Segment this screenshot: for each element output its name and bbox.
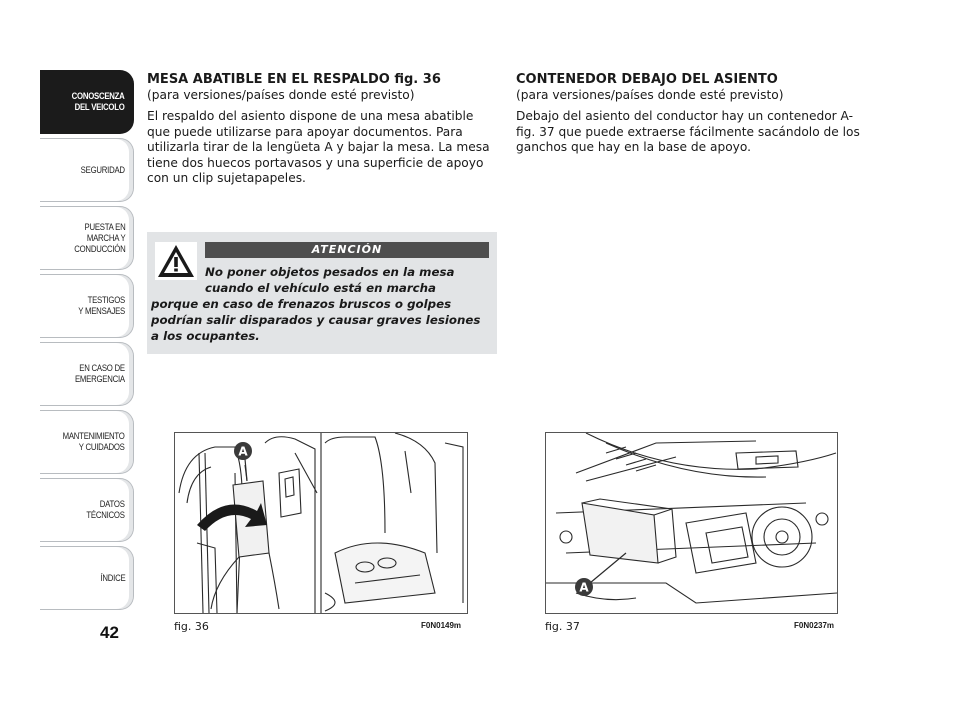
tab-label: EN CASO DE EMERGENCIA — [75, 363, 125, 385]
tab-label: MANTENIMIENTO Y CUIDADOS — [62, 431, 125, 453]
tab-label: TESTIGOS Y MENSAJES — [78, 295, 125, 317]
figure-caption: fig. 37 — [545, 620, 580, 633]
tab-indice[interactable]: ÍNDICE — [40, 546, 134, 610]
under-seat-container-illustration: A — [546, 433, 837, 604]
left-column: MESA ABATIBLE EN EL RESPALDO fig. 36 (pa… — [147, 72, 499, 187]
right-column: CONTENEDOR DEBAJO DEL ASIENTO (para vers… — [516, 72, 866, 156]
figure-36-seat-table: A — [174, 432, 468, 614]
tab-label: PUESTA EN MARCHA Y CONDUCCIÓN — [73, 221, 125, 255]
figure-code: F0N0237m — [794, 621, 835, 630]
section-body: Debajo del asiento del conductor hay un … — [516, 109, 860, 154]
tab-label: DATOS TÉCNICOS — [86, 499, 126, 521]
section-subtitle: (para versiones/países donde esté previs… — [516, 87, 784, 102]
warning-text-rest: porque en caso de frenazos bruscos o gol… — [151, 297, 481, 343]
tab-en-caso-de-emergencia[interactable]: EN CASO DE EMERGENCIA — [40, 342, 134, 406]
callout-a: A — [579, 581, 589, 595]
tab-conoscenza-del-veicolo[interactable]: CONOSCENZA DEL VEICOLO — [40, 70, 134, 134]
tab-testigos-y-mensajes[interactable]: TESTIGOS Y MENSAJES — [40, 274, 134, 338]
figure-caption: fig. 36 — [174, 620, 209, 633]
warning-title: ATENCIÓN — [205, 242, 489, 258]
figure-code: F0N0149m — [421, 621, 462, 630]
tab-label: ÍNDICE — [100, 572, 125, 584]
warning-text-first: No poner objetos pesados en la mesa cuan… — [205, 265, 455, 295]
figure-37-under-seat-container: A — [545, 432, 838, 614]
page-number: 42 — [100, 623, 119, 642]
warning-text: No poner objetos pesados en la mesa cuan… — [151, 264, 491, 344]
tab-label: SEGURIDAD — [80, 164, 125, 176]
callout-a: A — [238, 445, 248, 459]
tab-seguridad[interactable]: SEGURIDAD — [40, 138, 134, 202]
warning-box: ATENCIÓN No poner objetos pesados en la … — [147, 232, 497, 354]
chapter-tabs: CONOSCENZA DEL VEICOLO SEGURIDAD PUESTA … — [40, 70, 134, 614]
section-subtitle: (para versiones/países donde esté previs… — [147, 87, 415, 102]
tab-mantenimiento[interactable]: MANTENIMIENTO Y CUIDADOS — [40, 410, 134, 474]
warning-triangle-icon — [155, 242, 197, 280]
section-heading: CONTENEDOR DEBAJO DEL ASIENTO — [516, 72, 778, 87]
tab-datos-tecnicos[interactable]: DATOS TÉCNICOS — [40, 478, 134, 542]
section-heading: MESA ABATIBLE EN EL RESPALDO fig. 36 — [147, 72, 441, 87]
tab-label: CONOSCENZA DEL VEICOLO — [72, 91, 125, 113]
seat-table-illustration: A — [178, 433, 464, 613]
section-body: El respaldo del asiento dispone de una m… — [147, 109, 490, 185]
tab-puesta-en-marcha[interactable]: PUESTA EN MARCHA Y CONDUCCIÓN — [40, 206, 134, 270]
